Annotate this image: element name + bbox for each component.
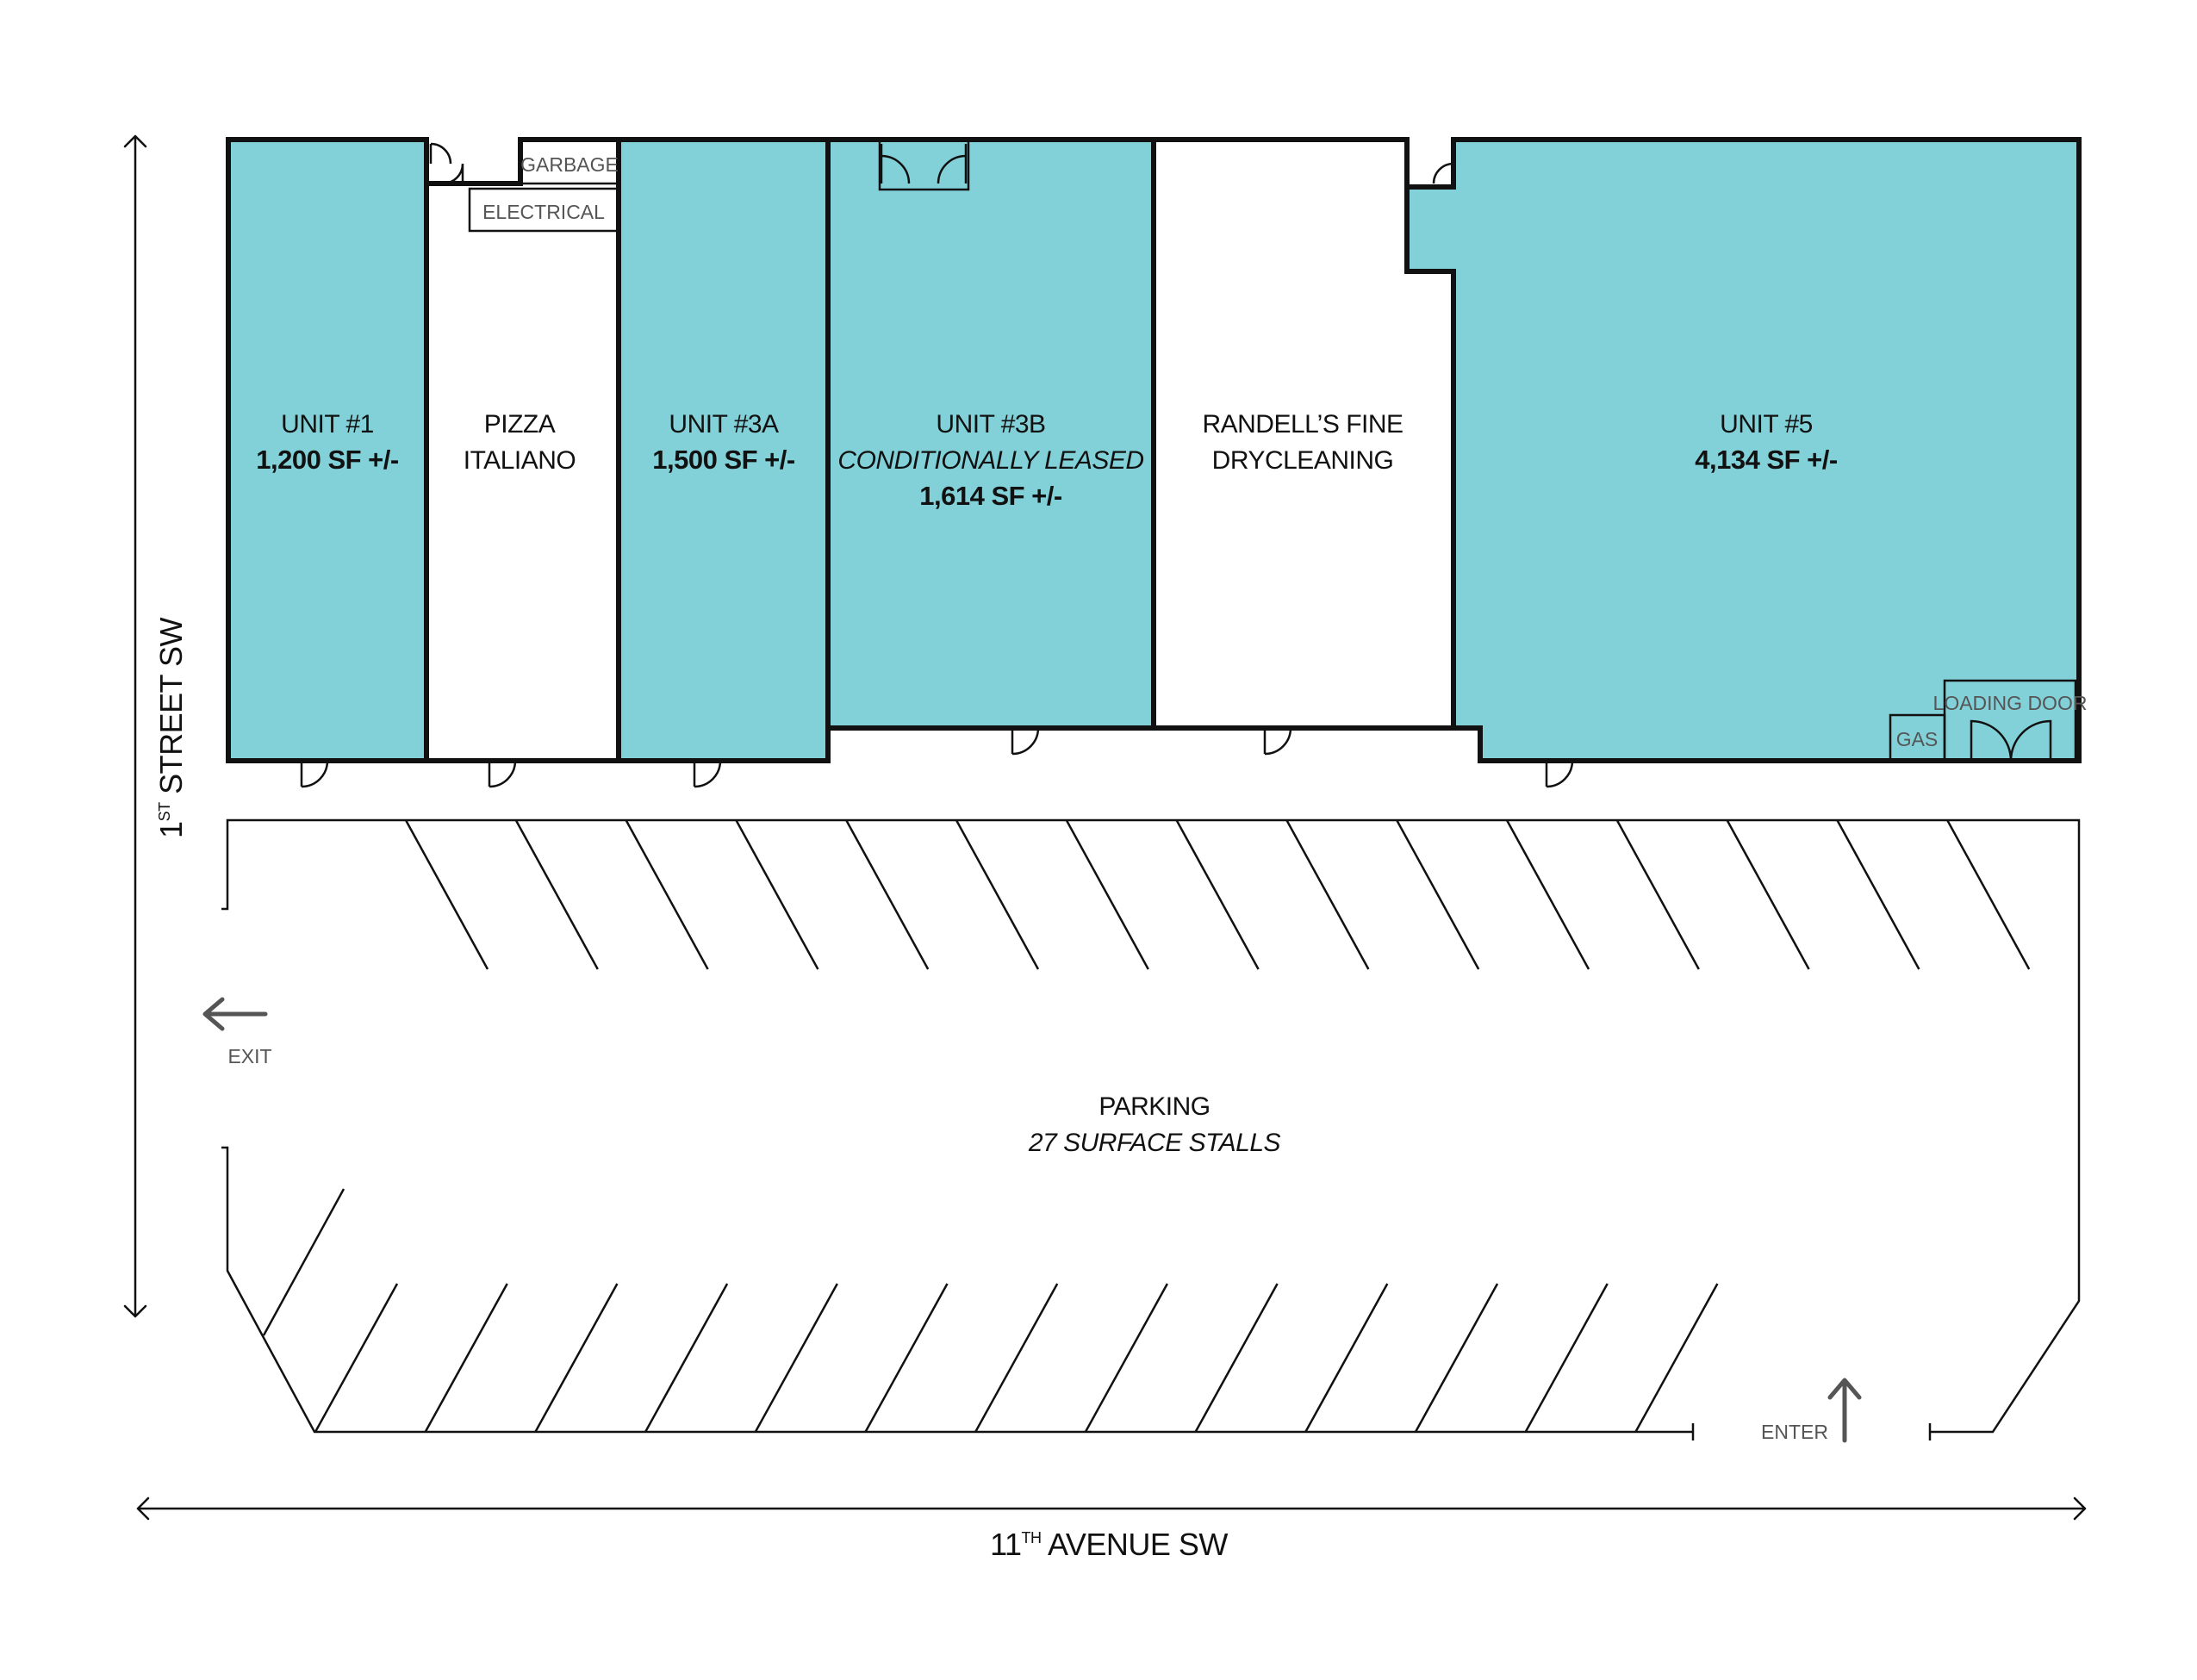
top-stalls	[404, 819, 2031, 970]
unit-5-name: UNIT #5	[1720, 410, 1813, 439]
door-icon	[488, 760, 517, 788]
side-street-suffix: STREET SW	[153, 618, 189, 803]
parking-stall-line	[864, 1283, 949, 1433]
parking-boundary-exit-lower	[221, 1146, 1693, 1434]
pizza-name-line1: PIZZA	[484, 410, 556, 439]
randells-name-line2: DRYCLEANING	[1212, 446, 1394, 475]
double-door-icon	[878, 138, 970, 191]
loading-door-label: LOADING DOOR	[1933, 692, 2088, 714]
parking-stall-line	[1194, 1283, 1279, 1433]
randells-name-line1: RANDELL’S FINE	[1202, 410, 1403, 439]
parking-stall-line	[1524, 1283, 1609, 1433]
unit-1-name: UNIT #1	[281, 410, 374, 439]
pizza-name-line2: ITALIANO	[464, 446, 576, 475]
garbage-room	[519, 138, 620, 185]
street-dimensions: 1ST STREET SW 11TH AVENUE SW	[123, 134, 2087, 1562]
unit-3a-fill	[619, 140, 828, 761]
parking-stall-line	[845, 819, 930, 970]
door-icon	[1432, 162, 1455, 184]
parking-stall-line	[314, 1283, 399, 1433]
unit-5-fill	[1407, 140, 2079, 761]
enter-arrow-icon	[1827, 1378, 1862, 1443]
door-icon	[429, 142, 452, 165]
bottom-stalls	[314, 1283, 1719, 1433]
parking-stall-line	[1726, 819, 1810, 970]
parking-stall-line	[1396, 819, 1480, 970]
parking-stall-line	[424, 1283, 508, 1433]
unit-5-area: 4,134 SF +/-	[1695, 445, 1838, 475]
side-street-arrow	[123, 134, 147, 1318]
parking-stall-line	[1084, 1283, 1168, 1433]
parking-stall-line	[1175, 819, 1260, 970]
unit-3b-area: 1,614 SF +/-	[919, 481, 1062, 511]
electrical-label: ELECTRICAL	[482, 201, 605, 223]
service-rooms: GARBAGE ELECTRICAL GAS LOADING DOOR	[468, 138, 2088, 762]
parking-stall-line	[1414, 1283, 1499, 1433]
electrical-room	[468, 187, 620, 233]
unit-labels: UNIT #1 1,200 SF +/- PIZZA ITALIANO UNIT…	[256, 410, 1838, 511]
parking-stall-line	[625, 819, 709, 970]
parking-stall-line	[1634, 1283, 1719, 1433]
parking-subtitle: 27 SURFACE STALLS	[1028, 1129, 1281, 1157]
door-icon	[1011, 727, 1040, 756]
side-street-prefix: 1	[153, 821, 189, 838]
parking-lot: PARKING 27 SURFACE STALLS EXIT ENTER	[202, 818, 2081, 1443]
parking-stall-line	[262, 1188, 345, 1336]
door-icon	[442, 163, 464, 185]
parking-stall-line	[1505, 819, 1590, 970]
enter-label: ENTER	[1761, 1421, 1828, 1443]
gas-label: GAS	[1896, 728, 1939, 750]
door-icon	[300, 760, 329, 788]
parking-stall-line	[735, 819, 819, 970]
parking-title: PARKING	[1098, 1092, 1210, 1121]
loading-door-icon	[1970, 719, 2052, 762]
parking-boundary	[221, 818, 2081, 1434]
parking-stall-line	[754, 1283, 838, 1433]
side-street-label: 1ST STREET SW	[153, 618, 189, 838]
bottom-street-arrow	[136, 1496, 2087, 1521]
unit-3b-status: CONDITIONALLY LEASED	[837, 446, 1143, 475]
exit-label: EXIT	[227, 1045, 271, 1067]
parking-stall-line	[1304, 1283, 1389, 1433]
unit-fills	[228, 140, 2079, 761]
parking-stall-line	[1615, 819, 1700, 970]
doors	[300, 138, 2052, 788]
parking-stall-line	[955, 819, 1040, 970]
bottom-street-suffix: AVENUE SW	[1041, 1527, 1228, 1562]
randells-fill	[1154, 140, 1453, 728]
parking-stall-line	[534, 1283, 619, 1433]
exit-arrow-icon	[202, 997, 268, 1031]
door-icon	[693, 760, 722, 788]
door-icon	[1545, 760, 1574, 788]
parking-stall-line	[1946, 819, 2031, 970]
unit-3b-name: UNIT #3B	[936, 410, 1045, 439]
parking-stall-line	[974, 1283, 1059, 1433]
unit-1-area: 1,200 SF +/-	[256, 445, 399, 475]
side-street-sup: ST	[156, 802, 173, 822]
parking-stall-line	[1285, 819, 1370, 970]
unit-3a-area: 1,500 SF +/-	[652, 445, 795, 475]
parking-stall-line	[514, 819, 599, 970]
parking-stall-line	[404, 819, 489, 970]
pizza-fill	[426, 184, 619, 761]
unit-3a-name: UNIT #3A	[669, 410, 779, 439]
unit-1-fill	[228, 140, 426, 761]
parking-stall-line	[1065, 819, 1149, 970]
parking-stall-line	[1836, 819, 1920, 970]
unit-3b-fill	[828, 140, 1154, 728]
door-icon	[1263, 727, 1292, 756]
bottom-street-prefix: 11	[990, 1527, 1021, 1562]
garbage-label: GARBAGE	[520, 153, 619, 176]
parking-stall-line	[644, 1283, 729, 1433]
building-walls	[226, 137, 2082, 763]
bottom-street-sup: TH	[1021, 1529, 1041, 1546]
bottom-street-label: 11TH AVENUE SW	[990, 1527, 1228, 1562]
